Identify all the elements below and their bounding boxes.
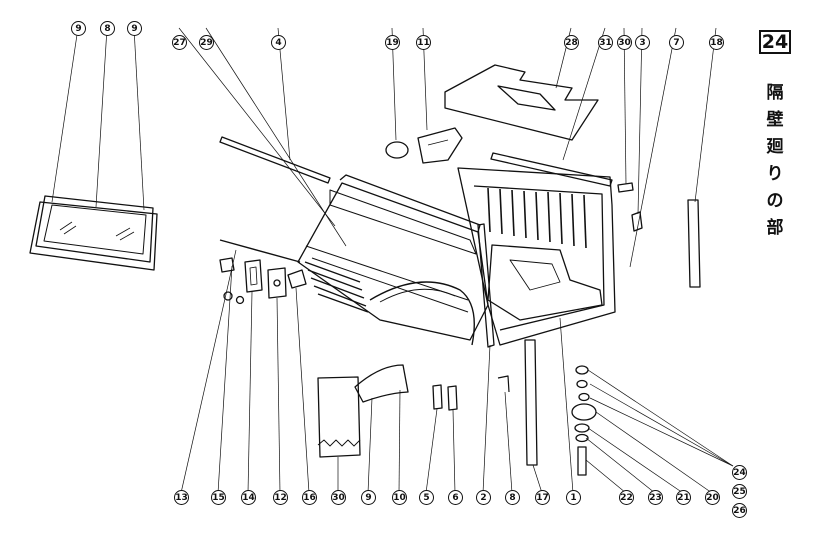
callout-11: 11: [416, 35, 431, 50]
callout-6: 6: [448, 490, 463, 505]
section-title-char: 隔: [766, 83, 784, 103]
callout-18: 18: [709, 35, 724, 50]
callout-16: 16: [302, 490, 317, 505]
callout-12: 12: [273, 490, 288, 505]
callout-8: 8: [505, 490, 520, 505]
callout-9: 9: [127, 21, 142, 36]
callout-19: 19: [385, 35, 400, 50]
callout-17: 17: [535, 490, 550, 505]
callout-27: 27: [172, 35, 187, 50]
tube-part: [687, 27, 717, 288]
callout-9: 9: [361, 490, 376, 505]
callout-25: 25: [732, 484, 747, 499]
small-hardware-parts: [219, 239, 597, 476]
callout-29: 29: [199, 35, 214, 50]
callout-22: 22: [619, 490, 634, 505]
section-title-char: 壁: [766, 110, 784, 130]
section-title-char: 部: [766, 218, 784, 238]
callout-13: 13: [174, 490, 189, 505]
clip-part: [631, 211, 643, 232]
callout-8: 8: [100, 21, 115, 36]
weather-strip-part: [219, 27, 331, 184]
callout-24: 24: [732, 465, 747, 480]
callout-15: 15: [211, 490, 226, 505]
section-title-char: 廻: [766, 137, 784, 157]
callout-28: 28: [564, 35, 579, 50]
callout-31: 31: [598, 35, 613, 50]
callout-5: 5: [419, 490, 434, 505]
callout-10: 10: [392, 490, 407, 505]
bulkhead-body-part: [297, 167, 616, 348]
section-title-char: り: [766, 164, 784, 184]
callout-2: 2: [476, 490, 491, 505]
page-number: 24: [759, 30, 791, 54]
section-title-char: の: [766, 191, 784, 211]
callout-30: 30: [331, 490, 346, 505]
windshield-glass-part: [29, 195, 158, 271]
callout-9: 9: [71, 21, 86, 36]
callout-30: 30: [617, 35, 632, 50]
callout-21: 21: [676, 490, 691, 505]
callout-26: 26: [732, 503, 747, 518]
small-plate-part: [617, 182, 634, 193]
callout-7: 7: [669, 35, 684, 50]
callout-14: 14: [241, 490, 256, 505]
callout-3: 3: [635, 35, 650, 50]
callout-23: 23: [648, 490, 663, 505]
callout-1: 1: [566, 490, 581, 505]
callout-20: 20: [705, 490, 720, 505]
callout-4: 4: [271, 35, 286, 50]
